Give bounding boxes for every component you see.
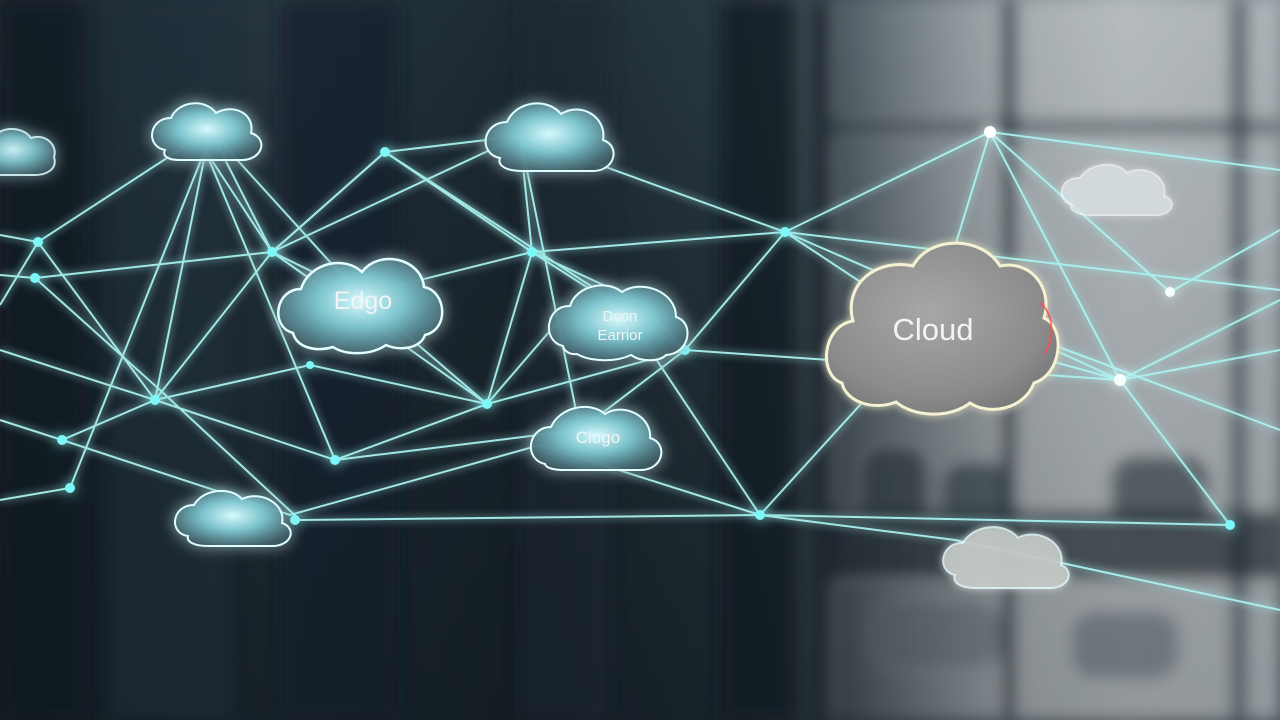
cloud-left-edge [0, 128, 56, 176]
edge-cloud [277, 257, 444, 355]
cloud-bottom-right [942, 526, 1070, 589]
edge-cloud-label: Edgo [334, 287, 392, 315]
network-nodes [30, 126, 1235, 530]
center-cloud-label-2: Earrior [597, 327, 642, 344]
cloud-lower-left [174, 489, 292, 547]
cloud-right-faded [1060, 163, 1173, 216]
lower-cloud [529, 405, 663, 471]
main-cloud [825, 241, 1060, 416]
main-cloud-label: Cloud [893, 312, 974, 347]
center-cloud-label-1: Dcon [602, 308, 637, 325]
lower-cloud-label: Clugo [576, 428, 620, 447]
cloud-top-center [484, 102, 615, 172]
cloud-top-left [151, 102, 263, 161]
center-cloud [548, 284, 689, 362]
